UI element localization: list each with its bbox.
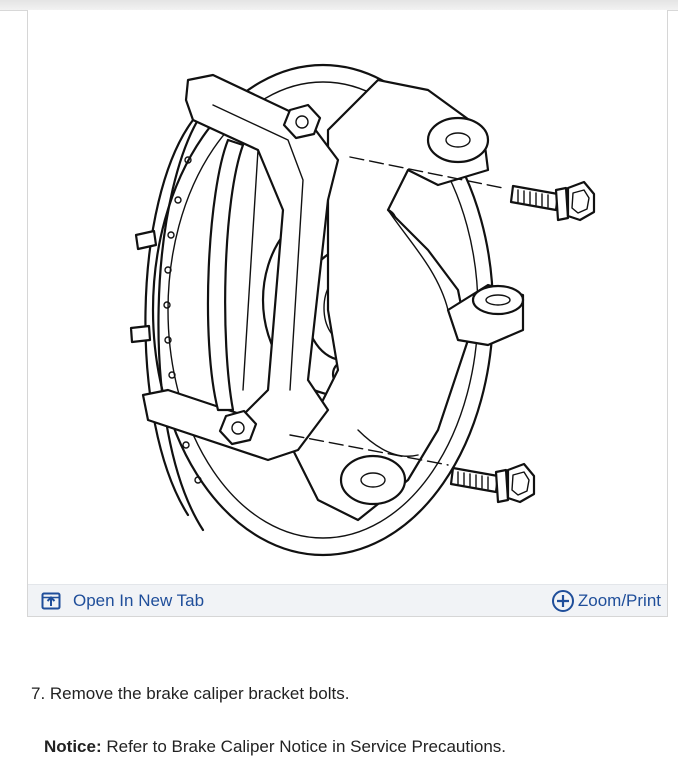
notice-text: Notice: Refer to Brake Caliper Notice in…	[44, 737, 506, 757]
plus-circle-icon	[551, 589, 575, 613]
notice-body: Refer to Brake Caliper Notice in Service…	[101, 737, 507, 756]
open-in-new-tab-link[interactable]: Open In New Tab	[41, 585, 204, 616]
notice-label: Notice:	[44, 737, 102, 756]
open-in-new-tab-icon	[41, 592, 61, 610]
step-instruction: 7. Remove the brake caliper bracket bolt…	[31, 684, 350, 703]
brake-caliper-bracket-illustration	[129, 63, 596, 557]
open-in-new-tab-label: Open In New Tab	[73, 590, 205, 610]
figure-card: Open In New Tab Zoom/Print	[27, 10, 668, 617]
figure-toolbar: Open In New Tab Zoom/Print	[28, 584, 667, 616]
zoom-print-label: Zoom/Print	[577, 590, 661, 610]
zoom-print-link[interactable]: Zoom/Print	[551, 585, 661, 616]
